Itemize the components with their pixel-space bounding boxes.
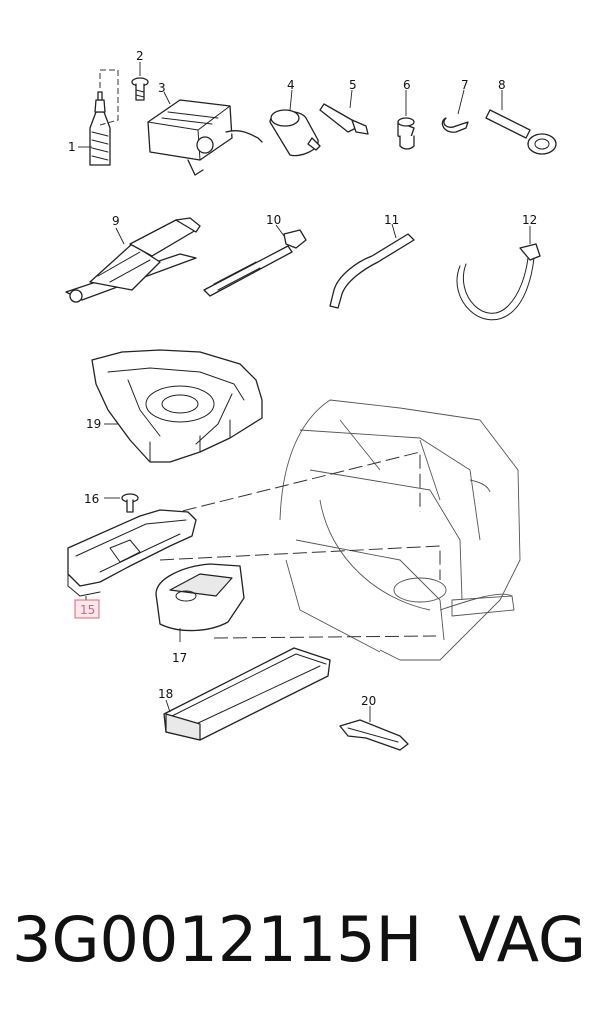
label-16: 16 [84,492,99,506]
label-12: 12 [522,213,537,227]
label-20: 20 [361,694,376,708]
part-19-foam-tray[interactable] [91,349,263,463]
part-1-bolt[interactable] [89,69,119,166]
label-15-highlight [74,599,100,619]
part-17-insert[interactable] [155,563,245,632]
part-9-jack[interactable] [65,217,201,303]
leader-9 [115,227,125,245]
leader-11 [391,223,397,239]
label-11: 11 [384,213,399,227]
leader-5 [349,89,353,109]
label-10: 10 [266,213,281,227]
label-8: 8 [498,78,506,92]
part-6-socket[interactable] [397,117,415,150]
car-rear-outline [279,399,521,661]
part-4-bottle[interactable] [269,109,321,157]
part-11-rod[interactable] [329,233,415,309]
leader-3 [163,91,171,105]
label-6: 6 [403,78,411,92]
part-5-valve-tool[interactable] [319,103,369,135]
dash-leader-17 [213,635,437,639]
part-18-tray[interactable] [163,647,331,741]
part-7-clip[interactable] [441,117,469,133]
part-10-wrench[interactable] [203,229,307,297]
leader-4 [289,89,293,111]
label-7: 7 [461,78,469,92]
part-12-strap[interactable] [456,243,541,321]
part-number: 3G0012115H [12,903,423,976]
brand: VAG [458,903,586,976]
label-17: 17 [172,651,187,665]
leader-18 [165,699,171,713]
label-1: 1 [68,140,76,154]
label-4: 4 [287,78,295,92]
part-20-blade[interactable] [339,719,409,751]
part-8-towing-eye[interactable] [485,109,557,155]
label-19: 19 [86,417,101,431]
label-5: 5 [349,78,357,92]
part-2-screw[interactable] [131,77,149,101]
label-9: 9 [112,214,120,228]
label-2: 2 [136,49,144,63]
label-18: 18 [158,687,173,701]
footer: 3G0012115H VAG [0,890,600,1000]
parts-diagram: 1 2 3 4 5 6 7 [65,49,557,751]
label-3: 3 [158,81,166,95]
part-16-screw[interactable] [121,493,139,513]
part-3-compressor[interactable] [147,99,263,176]
leader-7 [457,89,465,115]
part-15-bracket[interactable] [67,509,197,597]
dash-leader-15 [145,451,421,521]
label-15: 15 [80,603,95,617]
leader-10 [275,224,285,237]
